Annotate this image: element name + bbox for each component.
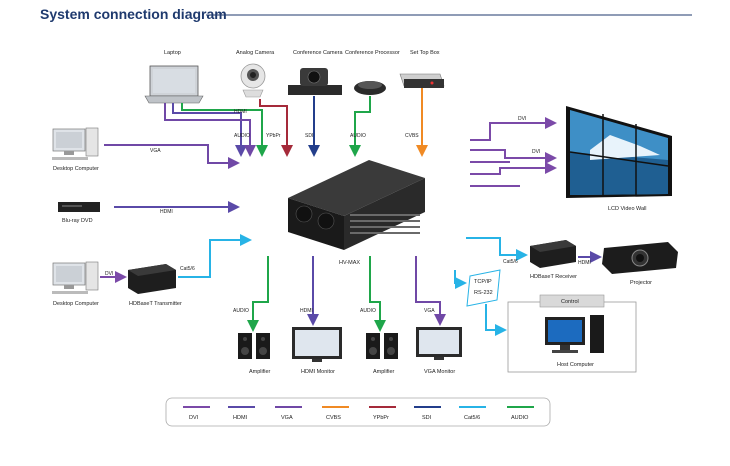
label-hv-max: HV-MAX — [339, 260, 360, 266]
legend-label-sdi: SDI — [422, 415, 432, 421]
label-line-hdmi-bluray: HDMI — [160, 209, 173, 215]
label-hdbaset-rx: HDBaseT Receiver — [530, 274, 577, 280]
label-line-audio-amp1: AUDIO — [233, 308, 249, 314]
label-line-hdmi-mon: HDMI — [300, 308, 313, 314]
lcd-video-wall-icon — [566, 106, 672, 198]
legend-label-cat: Cat5/6 — [464, 415, 480, 421]
label-desktop-bottom: Desktop Computer — [53, 301, 99, 307]
label-conference-camera: Conference Camera — [293, 50, 343, 56]
legend: DVI HDMI VGA CVBS YPbPr SDI Cat5/6 AUDIO — [165, 397, 551, 427]
label-line-audio-top: AUDIO — [234, 133, 250, 139]
label-line-dvi-desktop: DVI — [105, 271, 113, 277]
set-top-box-icon — [399, 73, 445, 88]
laptop-icon — [144, 65, 204, 104]
label-line-sdi: SDI — [305, 133, 313, 139]
label-set-top-box: Set Top Box — [410, 50, 440, 56]
line-control-1 — [454, 270, 467, 289]
amplifier-2-icon — [366, 333, 398, 359]
label-line-hdmi-projector: HDMI — [578, 260, 591, 266]
legend-box — [165, 397, 551, 427]
label-desktop-top: Desktop Computer — [53, 166, 99, 172]
conference-processor-icon — [354, 81, 386, 95]
line-desktop-vga — [104, 144, 240, 169]
label-bluray: Blu-ray DVD — [62, 218, 93, 224]
line-laptop-audio — [181, 103, 268, 157]
projector-icon — [602, 242, 678, 274]
vga-monitor-icon — [416, 327, 462, 360]
legend-label-cvbs: CVBS — [326, 415, 341, 421]
legend-label-ypbpr: YPbPr — [373, 415, 389, 421]
amplifier-1-icon — [238, 333, 270, 359]
label-projector: Projector — [630, 280, 652, 286]
label-laptop: Laptop — [164, 50, 181, 56]
label-line-hdmi-laptop: HDMI — [234, 109, 247, 115]
label-line-cat-tx: Cat5/6 — [180, 266, 195, 272]
label-rs232: RS-232 — [474, 290, 493, 296]
label-line-cat-rx: Cat5/6 — [503, 259, 518, 265]
desktop-computer-bottom-icon — [52, 261, 99, 294]
line-amp2-audio — [369, 256, 386, 332]
line-conf-proc-audio — [349, 96, 371, 157]
line-laptop-vga — [164, 103, 256, 157]
label-vga-monitor: VGA Monitor — [424, 369, 455, 375]
label-line-cvbs: CVBS — [405, 133, 419, 139]
label-conference-processor: Conference Processor — [345, 50, 400, 56]
label-line-audio-proc: AUDIO — [350, 133, 366, 139]
line-wall-dvi-4 — [470, 162, 557, 175]
page-title: System connection diagram — [40, 6, 227, 22]
legend-label-audio: AUDIO — [511, 415, 529, 421]
analog-camera-icon — [240, 63, 266, 98]
hdbaset-receiver-icon — [530, 240, 576, 268]
host-computer-icon — [545, 315, 604, 353]
label-tcpip: TCP/IP — [474, 279, 492, 285]
label-line-vga-desktop: VGA — [150, 148, 161, 154]
hdbaset-transmitter-icon — [128, 264, 176, 294]
label-analog-camera: Analog Camera — [236, 50, 275, 56]
legend-label-dvi: DVI — [189, 415, 199, 421]
line-amp1-audio — [247, 256, 269, 332]
hdmi-monitor-icon — [292, 327, 342, 362]
line-camera-ypbpr — [259, 99, 293, 157]
hv-max-matrix-icon — [288, 160, 425, 250]
line-monitor-vga — [415, 256, 446, 326]
legend-label-hdmi: HDMI — [233, 415, 248, 421]
line-laptop-hdmi — [172, 103, 247, 157]
legend-label-vga: VGA — [281, 415, 293, 421]
label-line-vga-mon: VGA — [424, 308, 435, 314]
line-control-2 — [485, 304, 507, 336]
label-line-ypbpr: YPbPr — [266, 133, 281, 139]
line-tx-cat — [178, 234, 252, 278]
bluray-player-icon — [58, 202, 100, 212]
line-wall-dvi-1 — [470, 117, 557, 141]
label-hdbaset-tx: HDBaseT Transmitter — [129, 301, 182, 307]
line-rx-cat — [466, 237, 528, 261]
label-host-computer: Host Computer — [557, 362, 594, 368]
line-wall-dvi-2 — [470, 149, 557, 164]
label-amplifier-1: Amplifier — [249, 369, 271, 375]
label-line-audio-amp2: AUDIO — [360, 308, 376, 314]
label-amplifier-2: Amplifier — [373, 369, 395, 375]
label-control: Control — [561, 299, 579, 305]
tcpip-rs232-box — [466, 269, 501, 307]
conference-camera-icon — [288, 68, 342, 95]
desktop-computer-top-icon — [52, 127, 99, 160]
label-hdmi-monitor: HDMI Monitor — [301, 369, 335, 375]
label-line-dvi-wall-2: DVI — [532, 149, 540, 155]
label-line-dvi-wall-1: DVI — [518, 116, 526, 122]
label-lcd-wall: LCD Video Wall — [608, 206, 647, 212]
